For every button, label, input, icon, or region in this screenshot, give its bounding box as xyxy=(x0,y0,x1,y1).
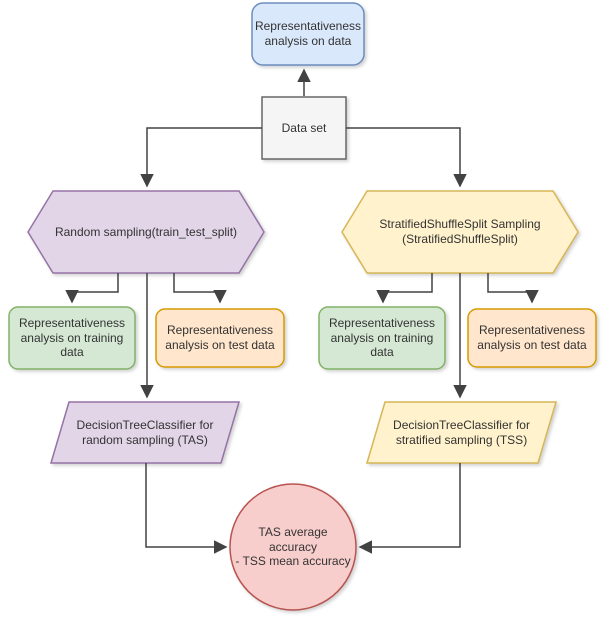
connector-dataset-to-stratified-sampling xyxy=(346,127,467,188)
connector-stratified-to-rep-train xyxy=(376,273,433,304)
connector-dataset-to-random-sampling xyxy=(140,127,262,188)
shape-dtc-stratified-parallelogram xyxy=(365,401,558,464)
connector-dtc-random-to-accuracy xyxy=(145,463,228,554)
shape-dataset xyxy=(261,96,347,160)
shape-rep-data xyxy=(251,2,365,66)
shape-rep-train-left xyxy=(8,306,136,370)
shape-random-sampling-hexagon xyxy=(27,190,265,274)
shape-dtc-random-parallelogram xyxy=(49,401,241,464)
shape-rep-test-right xyxy=(467,308,597,368)
shape-accuracy-circle xyxy=(229,483,357,611)
connector-dtc-stratified-to-accuracy xyxy=(358,463,461,554)
connector-group xyxy=(65,68,539,554)
shape-rep-train-right xyxy=(318,306,446,370)
shape-stratified-sampling-hexagon xyxy=(341,190,579,274)
connector-random-to-rep-test xyxy=(173,273,227,304)
shape-rep-test-left xyxy=(155,308,285,368)
connector-stratified-to-rep-test xyxy=(487,273,539,304)
connector-random-to-rep-train xyxy=(65,273,119,304)
